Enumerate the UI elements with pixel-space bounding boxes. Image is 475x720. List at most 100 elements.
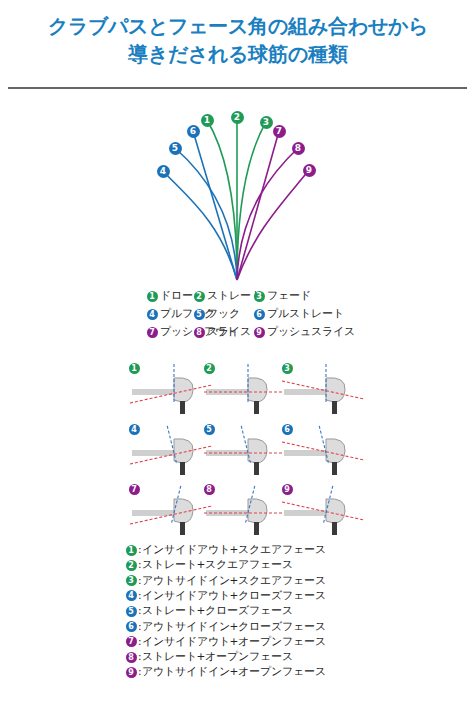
club-path-line	[282, 502, 364, 520]
club-path-line	[130, 385, 212, 403]
callout-number: 8	[292, 142, 305, 155]
callout-number: 8	[204, 484, 215, 495]
callout-number: 1	[201, 114, 214, 127]
face-angle-line	[325, 364, 326, 404]
club-path-line	[204, 452, 286, 453]
description-text: :インサイドアウト+クローズフェース	[138, 589, 326, 602]
legend-number: 6	[254, 309, 265, 320]
shaft-bar	[284, 510, 326, 516]
divider-rule	[8, 87, 467, 89]
callout-number: 9	[282, 484, 293, 495]
push-slice-curve	[237, 170, 309, 280]
club-head	[248, 378, 267, 402]
callout-number: 4	[157, 165, 170, 178]
callout-number: 6	[187, 125, 200, 138]
callout-number: 9	[126, 667, 137, 678]
legend-number: 7	[147, 327, 158, 338]
callout-number: 4	[126, 590, 137, 601]
shot-name: フック	[207, 307, 240, 320]
shot-name: ドロー	[160, 289, 193, 302]
hosel	[180, 401, 185, 414]
callout-number: 6	[282, 424, 293, 435]
face-angle-line	[167, 426, 177, 465]
face-angle-line	[245, 486, 255, 525]
hosel	[332, 462, 337, 475]
description-text: :ストレート+クローズフェース	[138, 604, 293, 617]
shot-name: プッシュスライス	[267, 325, 355, 338]
face-angle-line	[323, 486, 333, 525]
callout-number: 7	[273, 125, 286, 138]
club-path-line	[204, 512, 286, 513]
shot-name: プルストレート	[267, 307, 344, 320]
club-path-line	[130, 506, 212, 524]
pull-hook-curve	[163, 171, 237, 280]
push-out-line	[237, 131, 279, 280]
club-path-line	[204, 391, 286, 392]
title-block: クラブパスとフェース角の組み合わせから 導きだされる球筋の種類	[0, 12, 475, 68]
face-angle-line	[241, 426, 251, 465]
face-angle-line	[319, 426, 329, 465]
club-head	[326, 439, 345, 463]
shaft-bar	[132, 389, 174, 395]
description-text: :インサイドアウト+スクエアフェース	[138, 543, 326, 556]
hosel	[180, 462, 185, 475]
callout-number: 5	[204, 424, 215, 435]
description-text: :アウトサイドイン+オープンフェース	[138, 665, 326, 678]
club-path-line	[282, 442, 364, 460]
callout-number: 8	[126, 652, 137, 663]
hosel	[254, 462, 259, 475]
title: クラブパスとフェース角の組み合わせから 導きだされる球筋の種類	[42, 12, 434, 68]
club-path-line	[282, 381, 364, 399]
club-head	[326, 378, 345, 402]
callout-number: 5	[169, 142, 182, 155]
callout-number: 3	[282, 363, 293, 374]
legend-number: 9	[254, 327, 265, 338]
shot-name: フェード	[267, 289, 311, 302]
shot-name: スライス	[207, 325, 251, 338]
shaft-bar	[284, 389, 326, 395]
hosel	[180, 522, 185, 535]
description-text: :ストレート+スクエアフェース	[138, 558, 293, 571]
callout-number: 2	[204, 363, 215, 374]
pull-straight-line	[193, 131, 237, 280]
callout-number: 7	[126, 636, 137, 647]
face-angle-line	[247, 364, 248, 404]
club-path-line	[130, 446, 212, 464]
draw-curve	[207, 120, 237, 280]
hosel	[254, 401, 259, 414]
callout-number: 6	[126, 621, 137, 632]
shaft-bar	[284, 450, 326, 456]
callout-number: 7	[129, 484, 140, 495]
shot-name: プルフック	[160, 307, 215, 320]
callout-number: 2	[126, 560, 137, 571]
shaft-bar	[132, 450, 174, 456]
fade-curve	[237, 122, 266, 280]
callout-number: 4	[129, 424, 140, 435]
callout-number: 9	[303, 164, 316, 177]
description-text: :アウトサイドイン+クローズフェース	[138, 620, 326, 633]
legend-number: 2	[194, 291, 205, 302]
club-head	[248, 439, 267, 463]
hook-curve	[175, 148, 237, 280]
description-text: :インサイドアウト+オープンフェース	[138, 635, 326, 648]
slice-curve	[237, 148, 298, 280]
description-text: :アウトサイドイン+スクエアフェース	[138, 574, 326, 587]
legend-number: 3	[254, 291, 265, 302]
shaft-bar	[132, 510, 174, 516]
legend-number: 1	[147, 291, 158, 302]
callout-number: 3	[126, 575, 137, 586]
hosel	[332, 401, 337, 414]
hosel	[332, 522, 337, 535]
callout-number: 1	[129, 363, 140, 374]
description-text: :ストレート+オープンフェース	[138, 650, 293, 663]
callout-number: 3	[260, 116, 273, 129]
hosel	[254, 522, 259, 535]
callout-number: 1	[126, 545, 137, 556]
callout-number: 2	[231, 111, 244, 124]
legend-number: 5	[194, 309, 205, 320]
legend-number: 8	[194, 327, 205, 338]
face-angle-line	[173, 364, 174, 404]
callout-number: 5	[126, 606, 137, 617]
legend-number: 4	[147, 309, 158, 320]
face-angle-line	[171, 486, 181, 525]
